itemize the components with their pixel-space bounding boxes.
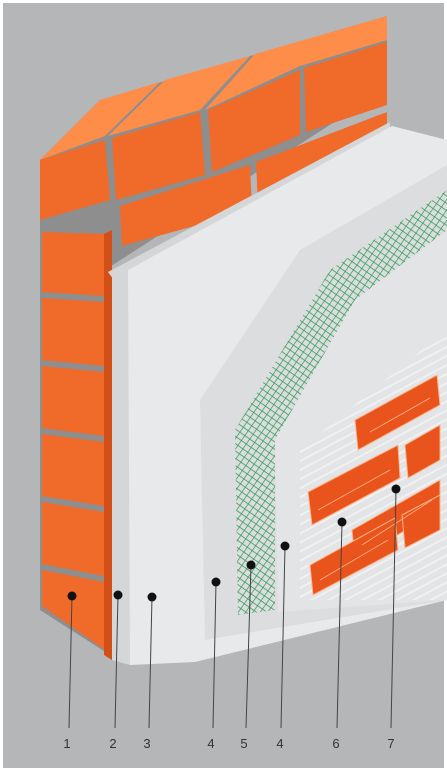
callout-4a-label: 4 bbox=[207, 736, 214, 751]
adhesive-layer bbox=[112, 272, 130, 665]
callout-1-label: 1 bbox=[63, 736, 70, 751]
callout-6-dot bbox=[338, 518, 347, 527]
callout-2-dot bbox=[114, 591, 123, 600]
callout-7-dot bbox=[392, 485, 401, 494]
callout-2-label: 2 bbox=[109, 736, 116, 751]
callout-5-dot bbox=[247, 561, 256, 570]
callout-7-label: 7 bbox=[387, 736, 394, 751]
callout-3-dot bbox=[148, 593, 157, 602]
callout-4b-dot bbox=[281, 542, 290, 551]
callout-5-label: 5 bbox=[240, 736, 247, 751]
callout-4a-dot bbox=[212, 578, 221, 587]
callout-6-label: 6 bbox=[332, 736, 339, 751]
callout-1-dot bbox=[68, 592, 77, 601]
callout-3-label: 3 bbox=[143, 736, 150, 751]
callout-4b-label: 4 bbox=[276, 736, 283, 751]
